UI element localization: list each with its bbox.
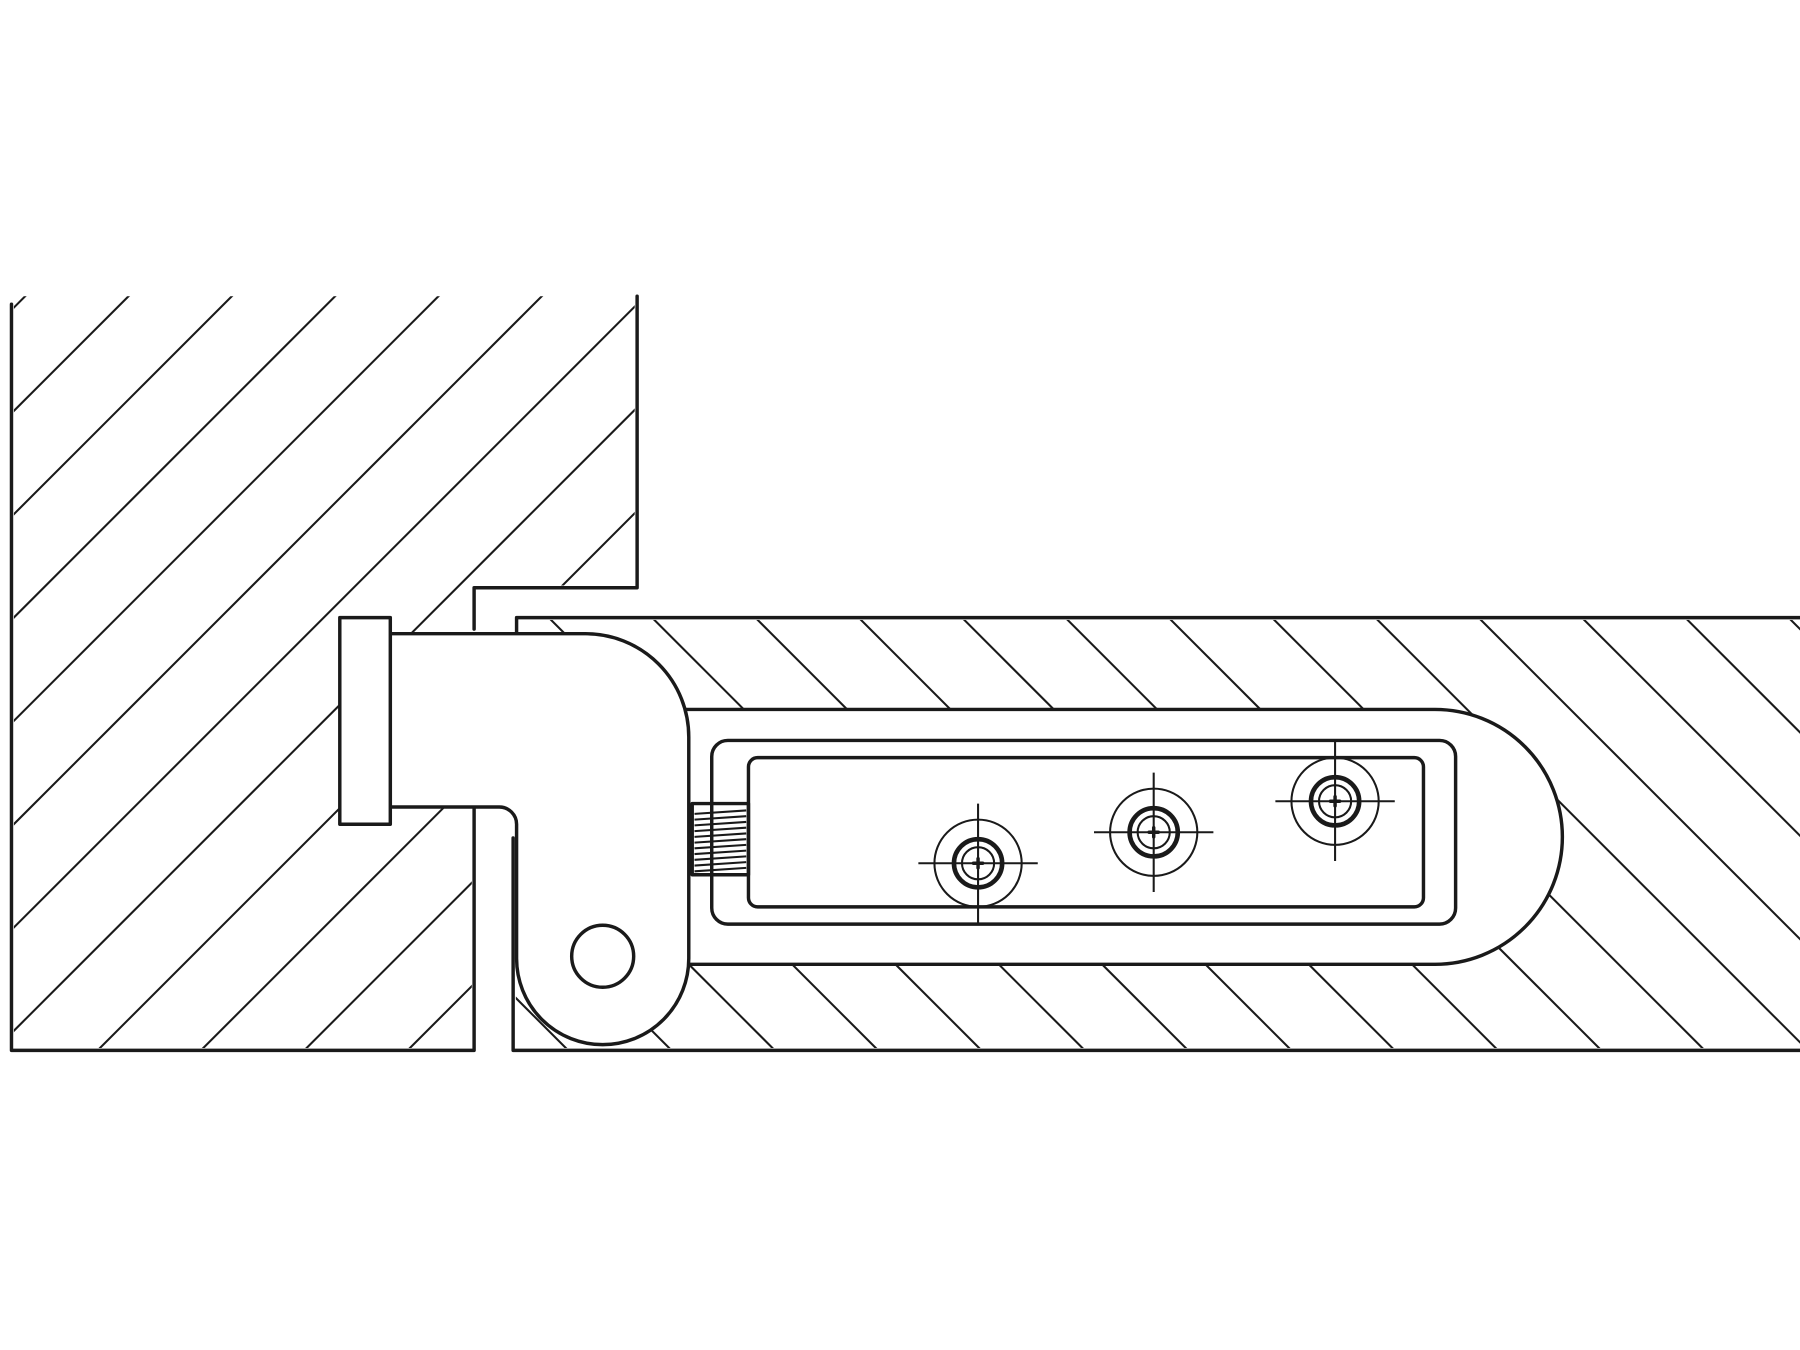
hatch-line: [13, 296, 635, 1049]
screw-thread: [694, 809, 747, 815]
hatch-line: [13, 296, 633, 1049]
hatch-line: [860, 619, 1800, 1049]
screw-thread: [694, 815, 747, 821]
mounting-plate: [710, 738, 1458, 926]
hatch-line: [13, 296, 635, 1049]
hatch-line: [515, 619, 1620, 1049]
screw-thread: [694, 826, 747, 833]
hatch-line: [653, 619, 1800, 1049]
screw-thread: [694, 861, 747, 867]
screw-thread: [694, 843, 747, 850]
hinge-cap: [338, 615, 393, 826]
wall-outline: [9, 294, 639, 1053]
screw-thread: [694, 855, 747, 861]
screw-hole: [1094, 772, 1214, 892]
screw-hole: [1275, 741, 1395, 861]
hatch-line: [1066, 619, 1800, 1049]
hatch-line: [205, 296, 635, 1049]
hatch-line: [515, 619, 1723, 1049]
hatch-line: [13, 296, 635, 1049]
hatch-line: [309, 296, 635, 1049]
hatch-line: [963, 619, 1800, 1049]
hatch-line: [515, 619, 1413, 1049]
hinge-arm: [388, 631, 691, 1047]
hatch-line: [13, 296, 635, 1049]
hatch-line: [550, 619, 1800, 1049]
door-outline: [511, 615, 1800, 1053]
screw-thread: [694, 849, 747, 856]
door-pocket: [675, 707, 1565, 967]
screw-thread: [694, 838, 747, 844]
screw-thread: [694, 866, 747, 873]
screw-thread: [694, 832, 747, 838]
hatch-line: [13, 296, 426, 1049]
hatch-line: [515, 619, 1517, 1049]
adjustment-screw: [690, 801, 751, 877]
hinge-pivot-pin: [569, 923, 636, 989]
screw-hole: [918, 803, 1038, 923]
hatch-line: [102, 296, 635, 1049]
screw-thread: [694, 820, 747, 827]
hatch-line: [13, 296, 635, 1049]
hatch-line: [1170, 619, 1800, 1049]
hatch-line: [515, 619, 1800, 1049]
hatch-line: [756, 619, 1800, 1049]
wall-hatching: [13, 296, 635, 1049]
